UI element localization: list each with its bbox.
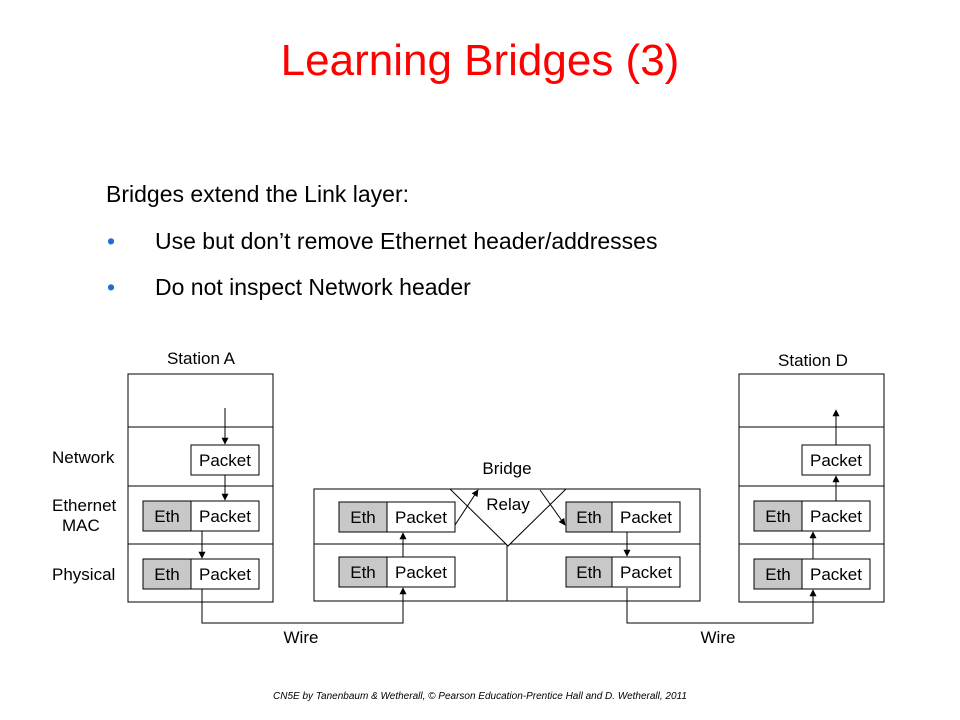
station-d-box (738, 373, 885, 603)
relay-triangle (448, 488, 568, 547)
eth-label: Eth (350, 508, 376, 527)
packet-label: Packet (395, 563, 447, 582)
lead-text: Bridges extend the Link layer: (106, 181, 410, 207)
packet-box (801, 500, 871, 532)
bridge-label: Bridge (482, 459, 531, 478)
station-d-label: Station D (778, 351, 848, 370)
copyright-footer: CN5E by Tanenbaum & Wetherall, © Pearson… (273, 691, 687, 702)
eth-header-box (753, 500, 803, 532)
wire-segment-left (201, 587, 407, 624)
packet-box (801, 558, 871, 590)
bullet-dot-icon: • (107, 274, 116, 300)
bullet-text-1: Use but don’t remove Ethernet header/add… (155, 228, 658, 254)
eth-label: Eth (350, 563, 376, 582)
packet-box (611, 556, 681, 588)
relay-arrow (539, 489, 566, 526)
slide-title: Learning Bridges (3) (280, 36, 680, 85)
packet-box (386, 556, 456, 588)
relay-arrow (454, 489, 479, 526)
packet-label: Packet (620, 508, 672, 527)
bullet-text-2: Do not inspect Network header (155, 274, 471, 300)
eth-header-box (565, 556, 613, 588)
packet-label: Packet (620, 563, 672, 582)
wire-label-right: Wire (701, 628, 736, 647)
wire-label-left: Wire (284, 628, 319, 647)
packet-box (190, 500, 260, 532)
packet-label: Packet (810, 507, 862, 526)
relay-label: Relay (486, 495, 530, 514)
packet-box (611, 501, 681, 533)
packet-box (190, 444, 260, 476)
packet-box (190, 558, 260, 590)
layer-label-mac: MAC (62, 516, 100, 535)
eth-label: Eth (765, 565, 791, 584)
packet-label: Packet (199, 565, 251, 584)
eth-label: Eth (765, 507, 791, 526)
layer-label-network: Network (52, 448, 115, 467)
layer-label-ethernet: Ethernet (52, 496, 117, 515)
packet-label: Packet (810, 451, 862, 470)
packet-label: Packet (199, 451, 251, 470)
eth-header-box (565, 501, 613, 533)
station-a-box (127, 373, 274, 603)
eth-header-box (338, 556, 388, 588)
eth-label: Eth (576, 508, 602, 527)
layer-label-physical: Physical (52, 565, 115, 584)
eth-label: Eth (154, 565, 180, 584)
eth-label: Eth (576, 563, 602, 582)
packet-box (801, 444, 871, 476)
packet-box (386, 501, 456, 533)
packet-label: Packet (810, 565, 862, 584)
wire-segment-right (626, 588, 817, 624)
packet-label: Packet (395, 508, 447, 527)
packet-label: Packet (199, 507, 251, 526)
bullet-dot-icon: • (107, 228, 116, 254)
eth-header-box (753, 558, 803, 590)
station-a-label: Station A (167, 349, 236, 368)
eth-label: Eth (154, 507, 180, 526)
